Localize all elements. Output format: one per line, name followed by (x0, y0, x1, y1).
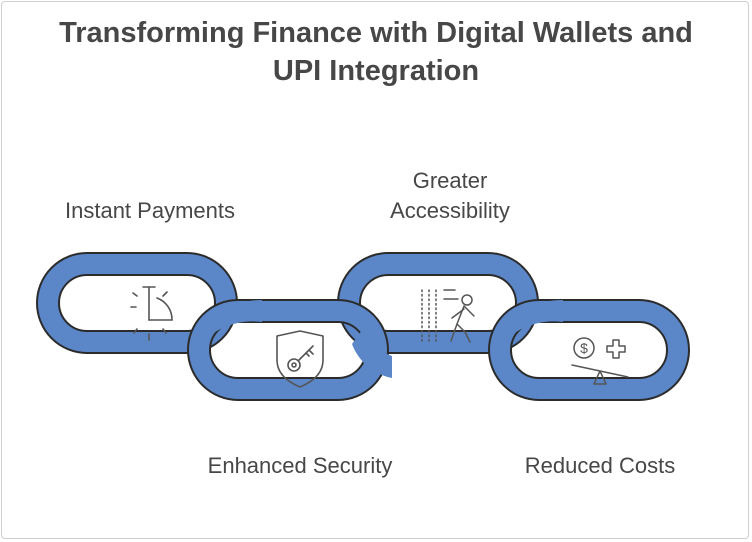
chain-interlock-2 (352, 330, 392, 378)
label-text: Instant Payments (65, 198, 235, 223)
label-instant-payments: Instant Payments (40, 196, 260, 226)
title-line-2: UPI Integration (272, 55, 480, 87)
label-text-line-2: Accessibility (390, 198, 510, 223)
svg-text:$: $ (580, 340, 588, 356)
cost-balance-icon: $ (571, 337, 629, 385)
diagram-title: Transforming Finance with Digital Wallet… (0, 14, 752, 90)
label-text: Reduced Costs (524, 453, 676, 478)
walking-person-icon (421, 289, 475, 343)
label-reduced-costs: Reduced Costs (490, 451, 710, 481)
chain-interlock-3 (513, 300, 563, 334)
label-enhanced-security: Enhanced Security (180, 451, 420, 481)
stopwatch-icon (130, 286, 173, 341)
title-line-1: Transforming Finance with Digital Wallet… (59, 17, 693, 49)
chain-interlock-1 (212, 300, 262, 334)
label-text: Enhanced Security (207, 453, 393, 478)
label-greater-accessibility: Greater Accessibility (340, 166, 560, 226)
shield-key-icon (276, 330, 324, 388)
label-text-line-1: Greater (412, 168, 488, 193)
